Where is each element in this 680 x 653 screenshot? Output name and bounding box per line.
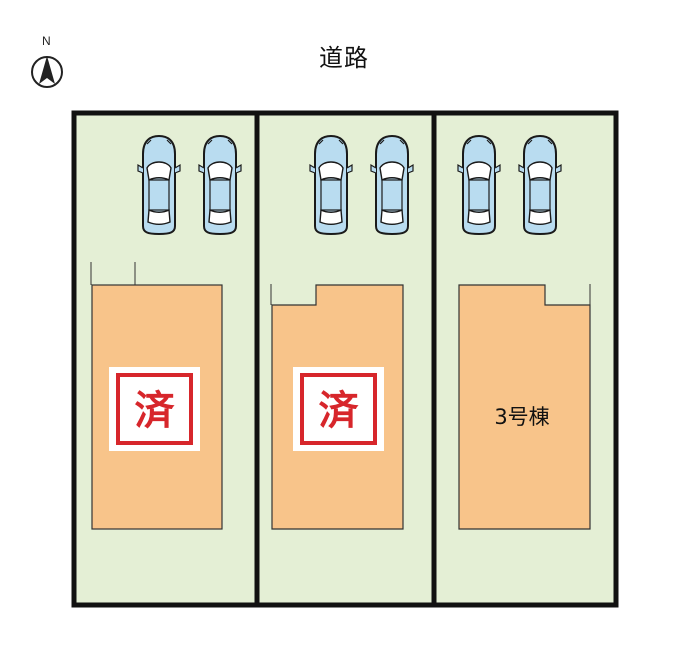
house-footprint-3	[458, 284, 591, 530]
car-icon	[370, 135, 414, 235]
car-icon	[457, 135, 501, 235]
road-label: 道路	[319, 44, 369, 72]
sold-stamp-lot-1: 済	[109, 367, 200, 451]
site-boundary	[71, 110, 619, 608]
house-label-3: 3号棟	[494, 405, 549, 429]
compass: N	[24, 34, 70, 96]
sold-stamp-text: 済	[319, 388, 360, 434]
compass-north-label: N	[42, 34, 51, 48]
north-arrow-icon	[31, 56, 63, 88]
car-icon	[309, 135, 353, 235]
sold-stamp-lot-2: 済	[293, 367, 384, 451]
car-icon	[137, 135, 181, 235]
sold-stamp-text: 済	[135, 388, 176, 434]
car-icon	[198, 135, 242, 235]
car-icon	[518, 135, 562, 235]
